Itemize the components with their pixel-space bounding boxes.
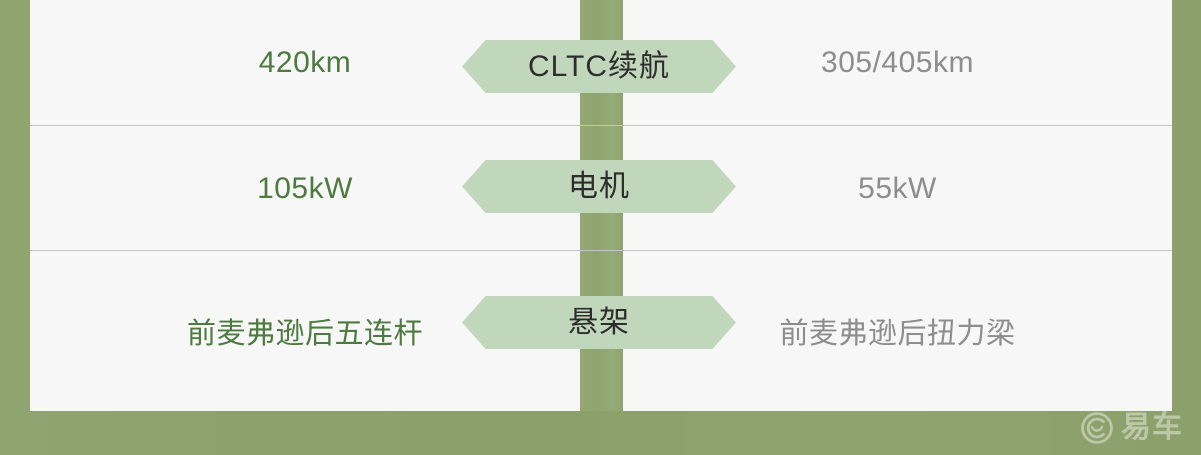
comparison-row: 前麦弗逊后五连杆 前麦弗逊后扭力梁 bbox=[30, 251, 1172, 411]
comparison-panel: 420km 305/405km 105kW 55kW 前麦弗逊后五连杆 前麦弗逊… bbox=[30, 0, 1172, 411]
row-right-cell: 55kW bbox=[623, 126, 1172, 251]
row-left-cell: 105kW bbox=[30, 126, 580, 251]
category-badge: 电机 bbox=[462, 160, 736, 213]
row-right-cell: 305/405km bbox=[623, 0, 1172, 126]
category-badge-label: 电机 bbox=[568, 169, 630, 203]
left-value: 前麦弗逊后五连杆 bbox=[186, 318, 423, 350]
left-value: 420km bbox=[258, 46, 352, 79]
watermark: 易车 bbox=[1080, 411, 1183, 445]
row-left-cell: 420km bbox=[30, 0, 580, 126]
row-left-cell: 前麦弗逊后五连杆 bbox=[30, 251, 580, 411]
row-divider bbox=[30, 250, 1172, 251]
comparison-row: 420km 305/405km bbox=[30, 0, 1172, 126]
right-value: 前麦弗逊后扭力梁 bbox=[779, 318, 1016, 350]
category-badge: CLTC续航 bbox=[462, 40, 736, 93]
right-value: 305/405km bbox=[821, 46, 974, 79]
watermark-text: 易车 bbox=[1121, 411, 1183, 444]
category-badge: 悬架 bbox=[462, 296, 736, 349]
left-value: 105kW bbox=[257, 171, 353, 205]
right-value: 55kW bbox=[858, 171, 937, 205]
row-divider bbox=[30, 125, 1172, 126]
yiche-circle-logo-icon bbox=[1081, 412, 1113, 444]
comparison-row: 105kW 55kW bbox=[30, 126, 1172, 251]
category-badge-label: CLTC续航 bbox=[527, 49, 671, 83]
row-right-cell: 前麦弗逊后扭力梁 bbox=[623, 251, 1172, 411]
category-badge-label: 悬架 bbox=[568, 305, 630, 339]
